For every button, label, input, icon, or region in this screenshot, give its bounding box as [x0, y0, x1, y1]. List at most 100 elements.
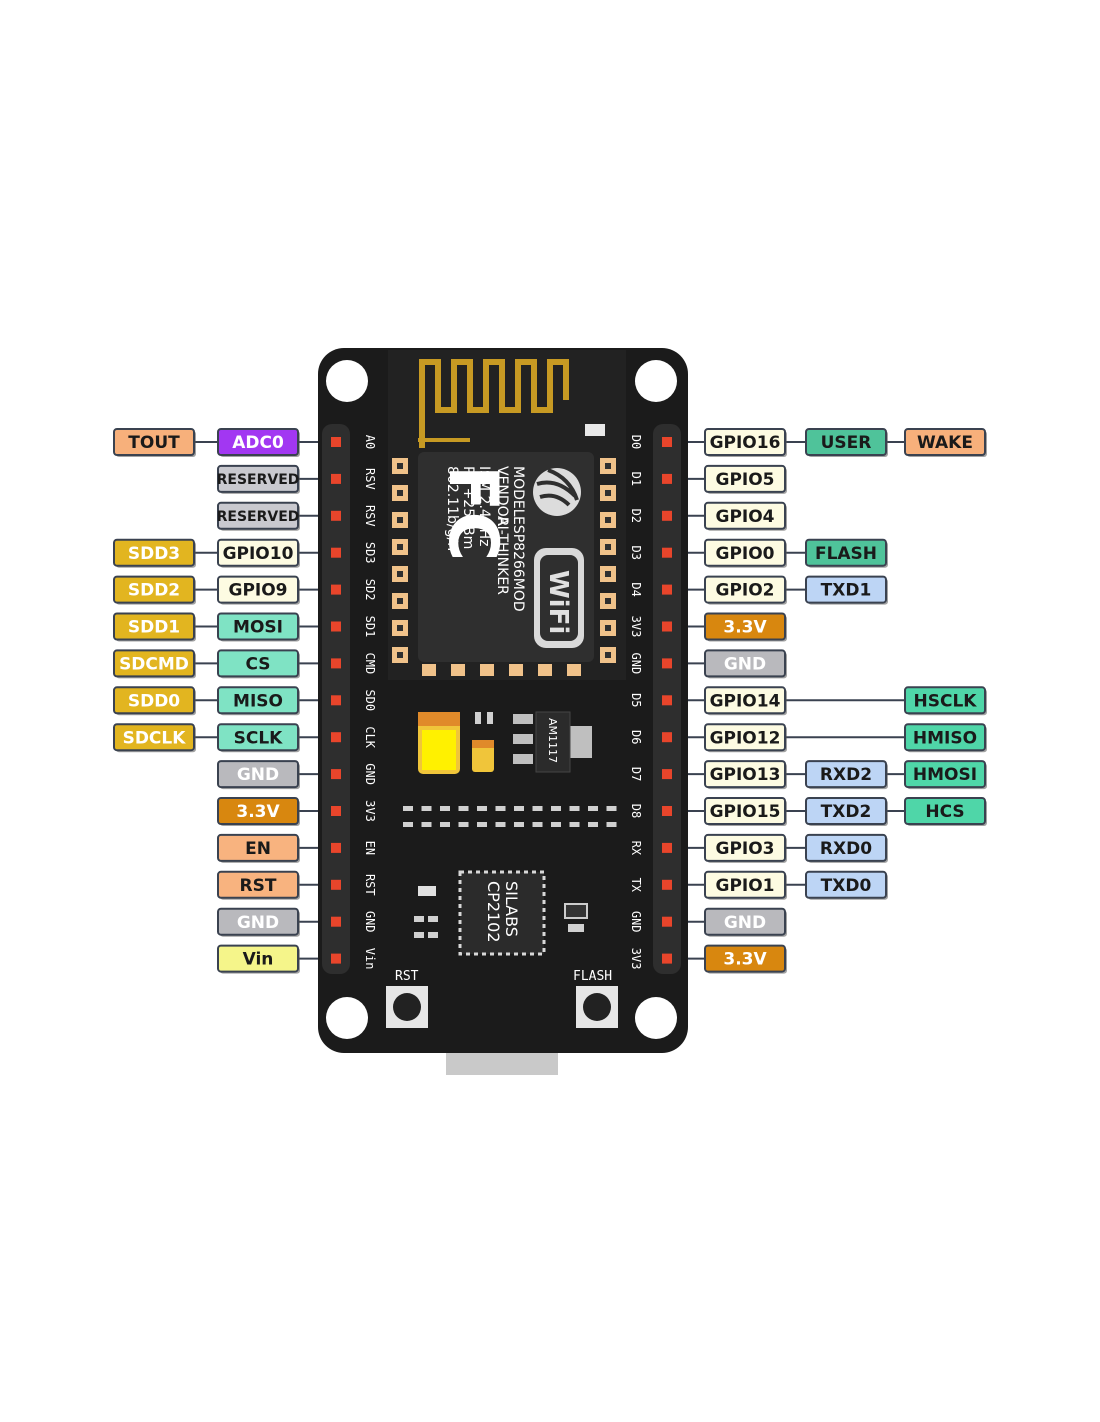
header-pin-right[interactable]: [662, 769, 672, 780]
header-pin-left[interactable]: [331, 769, 341, 780]
smd-pad: [477, 806, 487, 811]
pin-label-vin: Vin: [217, 944, 300, 974]
pin-label-reserved: RESERVED: [217, 501, 300, 531]
module-line-model: MODEL: [510, 466, 526, 517]
capacitor-large: [418, 712, 460, 774]
pin-label-gpio10: GPIO10: [217, 538, 300, 568]
pin-label-gpio4: GPIO4: [704, 501, 787, 531]
silkscreen-pin-name: CLK: [363, 726, 377, 748]
header-pin-right[interactable]: [662, 584, 672, 595]
pin-label-text: GPIO5: [715, 470, 774, 490]
header-pin-left[interactable]: [331, 473, 341, 484]
smd-pad: [421, 806, 432, 811]
smd-pad: [588, 806, 598, 811]
header-pin-right[interactable]: [662, 473, 672, 484]
pin-headers: [322, 424, 681, 974]
header-pin-right[interactable]: [662, 806, 672, 816]
header-pin-left[interactable]: [331, 842, 341, 853]
header-pin-right[interactable]: [662, 510, 672, 521]
header-pin-right[interactable]: [662, 658, 672, 669]
smd-pad-row: [403, 806, 617, 827]
header-pin-left[interactable]: [331, 584, 341, 595]
header-pin-right[interactable]: [662, 916, 672, 927]
pin-label-text: Vin: [243, 950, 274, 970]
pin-label-sclk: SCLK: [217, 723, 300, 753]
silkscreen-pin-name: GND: [363, 763, 377, 785]
pin-label-text: GPIO0: [715, 544, 774, 564]
header-pin-right[interactable]: [662, 953, 672, 964]
header-pin-right[interactable]: [662, 437, 672, 447]
header-pin-right[interactable]: [662, 879, 672, 890]
transistor: [564, 903, 588, 919]
pin-label-text: 3.3V: [723, 618, 767, 638]
mounting-hole-bottom-right: [635, 997, 677, 1039]
pin-label-text: GPIO15: [710, 802, 781, 822]
header-pin-left[interactable]: [331, 437, 341, 447]
regulator-label: AM1117: [546, 718, 559, 763]
pin-label-text: MISO: [233, 691, 283, 711]
silkscreen-pin-name: D0: [629, 435, 643, 449]
header-pin-right[interactable]: [662, 695, 672, 706]
mounting-hole-bottom-left: [326, 997, 368, 1039]
pin-label-text: GPIO9: [228, 581, 287, 601]
header-pin-left[interactable]: [331, 658, 341, 669]
pin-label-rxd0: RXD0: [805, 833, 888, 863]
fc-logo: FC: [433, 465, 512, 561]
header-pin-left[interactable]: [331, 916, 341, 927]
silkscreen-pin-name: D1: [629, 472, 643, 486]
silkscreen-pin-names: A0RSVRSVSD3SD2SD1CMDSD0CLKGND3V3ENRSTGND…: [363, 435, 643, 970]
header-pin-right[interactable]: [662, 732, 672, 743]
header-pin-right[interactable]: [662, 842, 672, 853]
header-pin-right[interactable]: [662, 547, 672, 558]
header-pin-left[interactable]: [331, 695, 341, 706]
pin-label-wake: WAKE: [904, 428, 987, 457]
pin-label-text: RST: [240, 876, 277, 896]
reset-button[interactable]: [386, 986, 428, 1028]
silkscreen-pin-name: GND: [363, 911, 377, 933]
pin-label-gpio15: GPIO15: [704, 797, 787, 826]
pin-label-text: GPIO3: [715, 839, 774, 859]
svg-text:WiFi: WiFi: [543, 570, 573, 634]
header-pin-left[interactable]: [331, 510, 341, 521]
pin-label-text: GPIO14: [710, 691, 781, 711]
smd-pad: [458, 822, 469, 827]
smd-pad: [532, 822, 543, 827]
pin-label-flash: FLASH: [805, 538, 888, 568]
silkscreen-pin-name: GND: [629, 653, 643, 675]
pin-label-text: GPIO4: [715, 507, 774, 527]
module-line-pa: PA +25dBm: [460, 466, 476, 549]
pin-label-sdclk: SDCLK: [113, 723, 196, 753]
header-pin-left[interactable]: [331, 953, 341, 964]
pin-label-sdd1: SDD1: [113, 612, 196, 642]
module-pad: [509, 664, 523, 676]
pin-label-text: TXD2: [821, 802, 872, 822]
silkscreen-pin-name: RSV: [363, 468, 377, 490]
silkscreen-pin-name: D6: [629, 730, 643, 744]
pin-label-tout: TOUT: [113, 428, 196, 457]
module-pad: [480, 664, 494, 676]
silkscreen-pin-name: TX: [629, 878, 643, 893]
smd-pad: [403, 822, 413, 827]
header-pin-right[interactable]: [662, 621, 672, 632]
module-pad-hole: [605, 598, 611, 604]
smd-pad: [532, 806, 543, 811]
pin-label-text: 3.3V: [723, 950, 767, 970]
smd-part-1: [475, 712, 481, 724]
header-pin-left[interactable]: [331, 621, 341, 632]
flash-button[interactable]: [576, 986, 618, 1028]
smd-pad: [606, 806, 617, 811]
pin-label-gnd: GND: [217, 907, 300, 937]
module-pad-hole: [397, 652, 403, 658]
header-pin-left[interactable]: [331, 879, 341, 890]
header-pin-left[interactable]: [331, 806, 341, 816]
smd-pad: [440, 822, 450, 827]
pin-label-text: HMISO: [913, 728, 977, 748]
pin-label-text: SDCMD: [119, 655, 189, 675]
header-pin-left[interactable]: [331, 547, 341, 558]
pin-label-text: EN: [245, 839, 271, 859]
pin-label-text: CS: [245, 655, 270, 675]
header-pin-left[interactable]: [331, 732, 341, 743]
module-pad-hole: [397, 544, 403, 550]
silkscreen-pin-name: D4: [629, 582, 643, 596]
module-castellated-pads: [392, 458, 616, 676]
